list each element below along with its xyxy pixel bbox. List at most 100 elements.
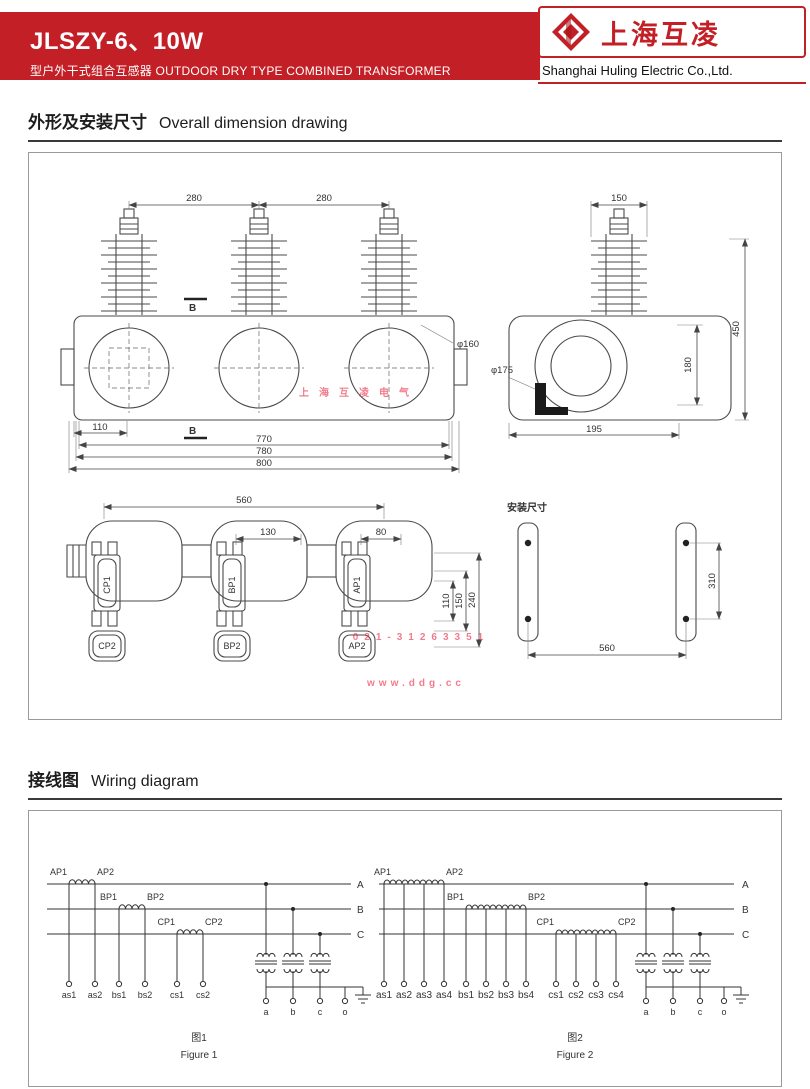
coil-ap2: AP2 (446, 867, 463, 877)
coil-bp2: BP2 (147, 892, 164, 902)
secondary-c: c (318, 1007, 323, 1017)
dim-770: 770 (256, 434, 272, 445)
terminal: bs3 (498, 990, 515, 1001)
dim-dia160: φ160 (457, 339, 479, 350)
wiring-title-en: Wiring diagram (91, 773, 199, 790)
dimension-section-title: 外形及安装尺寸 Overall dimension drawing (28, 108, 782, 142)
product-model: JLSZY-6、10W (30, 28, 204, 55)
dim-280-right: 280 (316, 193, 332, 204)
label-bp2: BP2 (223, 641, 240, 651)
ground-icon (345, 986, 371, 1004)
install-title: 安装尺寸 (507, 501, 547, 514)
terminal: cs2 (196, 990, 210, 1000)
phase-c-label: C (742, 930, 749, 941)
coil-cp2: CP2 (618, 917, 636, 927)
terminal: as1 (62, 990, 77, 1000)
label-ap1: AP1 (352, 576, 362, 593)
logo-box: 上海互凌 (538, 6, 806, 58)
coil-bp1: BP1 (100, 892, 117, 902)
wiring-section-title: 接线图 Wiring diagram (28, 766, 782, 800)
dim-240: 240 (467, 592, 478, 608)
secondary-c: c (698, 1007, 703, 1017)
phase-a-label: A (742, 880, 749, 891)
secondary-o: o (721, 1007, 726, 1017)
header-banner: JLSZY-6、10W 型户外干式组合互感器 OUTDOOR DRY TYPE … (0, 12, 540, 80)
terminal: bs2 (478, 990, 495, 1001)
coil-cp2: CP2 (205, 917, 223, 927)
header: JLSZY-6、10W 型户外干式组合互感器 OUTDOOR DRY TYPE … (0, 0, 810, 94)
figure1-caption-cn: 图1 (191, 1032, 207, 1044)
watermark-url: www.ddg.cc (366, 678, 465, 689)
dim-80: 80 (376, 527, 387, 538)
coil-ap1: AP1 (374, 867, 391, 877)
secondary-a: a (263, 1007, 268, 1017)
top-view: CP1 CP2 BP1 BP2 AP1 AP2 (66, 495, 482, 662)
secondary-b: b (290, 1007, 295, 1017)
side-view: φ175 150 180 450 195 (491, 193, 749, 439)
dim-150-top: 150 (454, 593, 465, 609)
dimension-title-en: Overall dimension drawing (159, 115, 348, 132)
terminal: cs4 (608, 990, 624, 1001)
wiring-diagram: A B C AP1 AP2 BP1 BP2 CP1 CP2 as1 as2 bs… (47, 867, 749, 1061)
coil-bp2: BP2 (528, 892, 545, 902)
terminal: cs3 (588, 990, 604, 1001)
terminal: cs1 (548, 990, 564, 1001)
wiring-diagram-box: A B C AP1 AP2 BP1 BP2 CP1 CP2 as1 as2 bs… (28, 810, 782, 1087)
terminal: as1 (376, 990, 393, 1001)
dim-800: 800 (256, 458, 272, 469)
dim-150-side: 150 (611, 193, 627, 204)
secondary-b: b (670, 1007, 675, 1017)
phase-c-label: C (357, 930, 364, 941)
watermark-phone: 021-31263351 (353, 632, 490, 643)
section-mark-b-bottom: B (189, 426, 196, 437)
phase-b-label: B (357, 905, 364, 916)
coil-ap1: AP1 (50, 867, 67, 877)
logo-underline (538, 82, 806, 84)
dim-dia175: φ175 (491, 365, 513, 376)
terminal: cs2 (568, 990, 584, 1001)
terminal: bs1 (458, 990, 475, 1001)
terminal: bs1 (112, 990, 127, 1000)
front-view: 280 280 φ160 B B 110 770 780 800 (60, 193, 479, 473)
section-mark-b-top: B (189, 303, 196, 314)
figure1-caption-en: Figure 1 (181, 1050, 218, 1061)
wiring-figure-1: A B C AP1 AP2 BP1 BP2 CP1 CP2 as1 as2 bs… (47, 867, 371, 1061)
dim-110-top: 110 (441, 593, 452, 608)
dim-450: 450 (731, 321, 742, 337)
dim-560-install: 560 (599, 643, 615, 654)
terminal: as2 (396, 990, 413, 1001)
brand-diamond-icon (550, 11, 592, 53)
coil-ap2: AP2 (97, 867, 114, 877)
product-subtitle: 型户外干式组合互感器 OUTDOOR DRY TYPE COMBINED TRA… (30, 64, 451, 78)
label-cp2: CP2 (98, 641, 116, 651)
watermark-brand: 上海互凌电气 (299, 386, 419, 399)
coil-cp1: CP1 (157, 917, 175, 927)
terminal: bs2 (138, 990, 153, 1000)
phase-a-label: A (357, 880, 364, 891)
coil-cp1: CP1 (536, 917, 554, 927)
wiring-figure-2: A B C AP1 AP2 BP1 BP2 CP1 CP2 as1 (374, 867, 749, 1061)
terminal: as2 (88, 990, 103, 1000)
terminal: as3 (416, 990, 433, 1001)
secondary-a: a (643, 1007, 648, 1017)
logo-area: 上海互凌 Shanghai Huling Electric Co.,Ltd. (538, 6, 810, 84)
dim-110-front: 110 (92, 422, 107, 433)
ground-icon (724, 986, 749, 1004)
dim-130: 130 (260, 527, 276, 538)
watermark: 上海互凌电气 021-31263351 www.ddg.cc (299, 386, 490, 689)
label-cp1: CP1 (102, 576, 112, 594)
dim-560-top: 560 (236, 495, 252, 506)
dim-180: 180 (683, 357, 694, 373)
label-bp1: BP1 (227, 576, 237, 593)
dim-280-left: 280 (186, 193, 202, 204)
figure2-caption-cn: 图2 (567, 1032, 583, 1044)
terminal: bs4 (518, 990, 535, 1001)
phase-b-label: B (742, 905, 749, 916)
dimension-title-cn: 外形及安装尺寸 (28, 113, 147, 132)
dim-780: 780 (256, 446, 272, 457)
dim-310: 310 (707, 573, 718, 589)
company-name: Shanghai Huling Electric Co.,Ltd. (542, 63, 733, 78)
dimension-drawing: 280 280 φ160 B B 110 770 780 800 (60, 193, 749, 689)
terminal: as4 (436, 990, 453, 1001)
